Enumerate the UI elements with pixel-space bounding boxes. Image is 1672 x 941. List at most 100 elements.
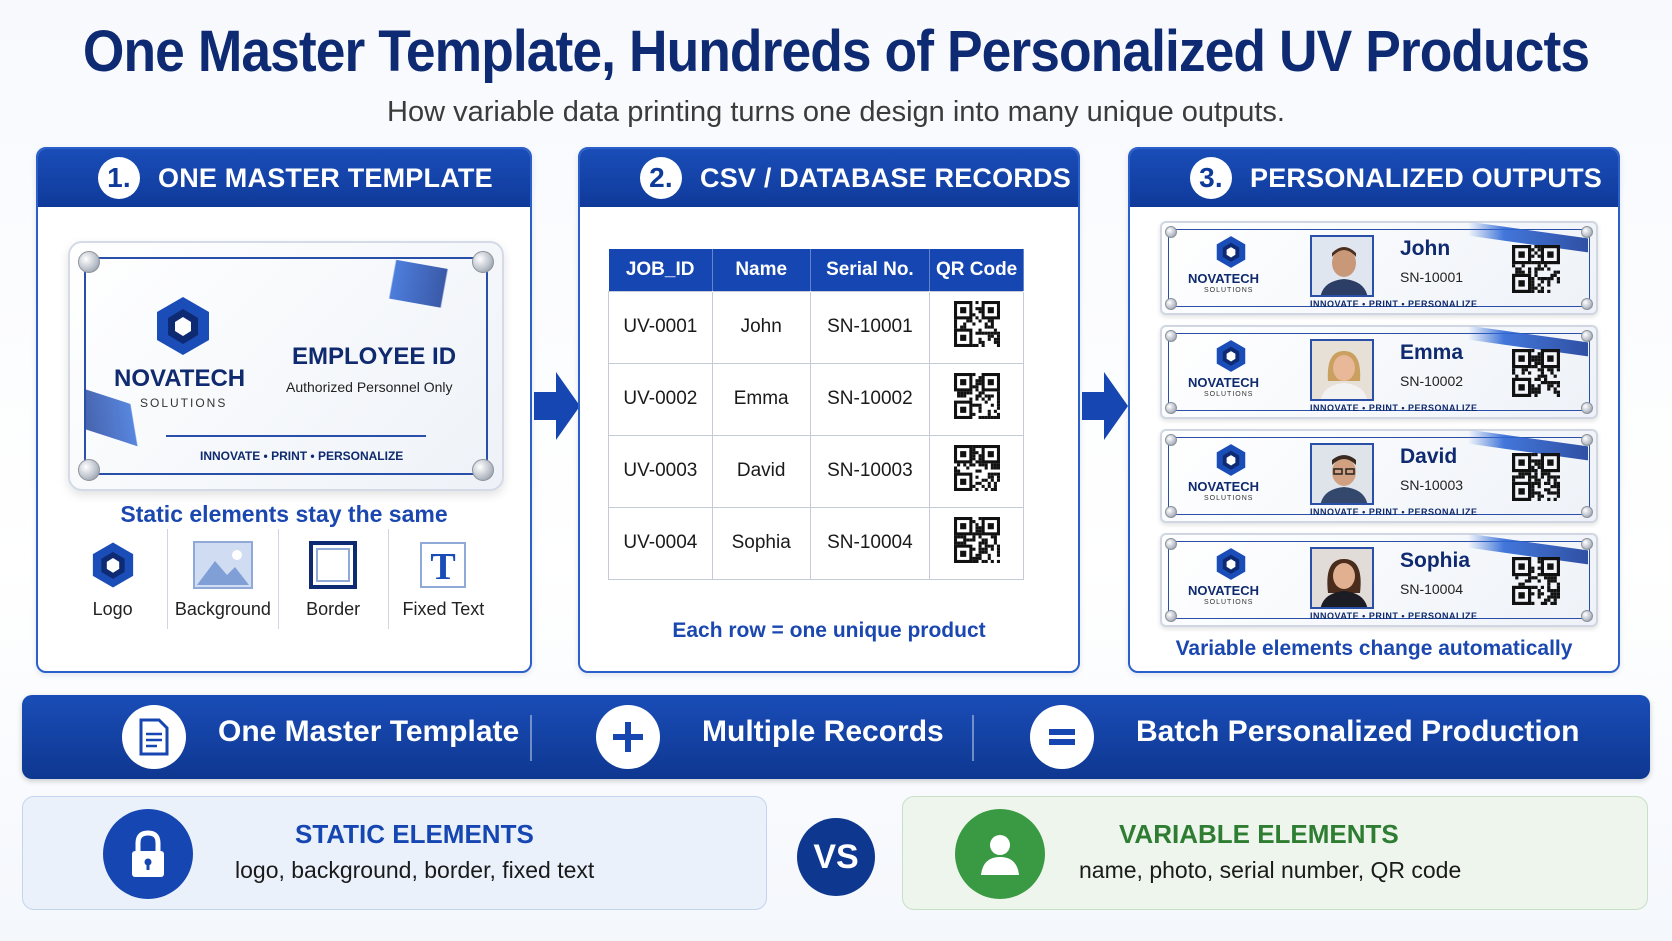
column-header: Serial No. xyxy=(810,249,931,291)
cell-qr xyxy=(929,362,1024,436)
panel-title: PERSONALIZED OUTPUTS xyxy=(1250,162,1603,193)
card-tagline: INNOVATE • PRINT • PERSONALIZE xyxy=(200,449,404,463)
static-elements-box: STATIC ELEMENTS logo, background, border… xyxy=(22,796,767,910)
qr-code-icon xyxy=(1512,557,1560,605)
step-number: 1. xyxy=(98,157,140,199)
output-card: NOVATECH SOLUTIONS Emma SN-10002 INNOVAT… xyxy=(1160,325,1598,419)
plus-icon xyxy=(596,705,660,769)
image-icon xyxy=(192,541,253,589)
novatech-logo-icon xyxy=(1216,444,1246,476)
brand-name: NOVATECH xyxy=(114,365,246,392)
static-caption: Static elements stay the same xyxy=(120,501,448,527)
qr-code-icon xyxy=(1512,349,1560,397)
cell-serial: SN-10002 xyxy=(809,362,931,436)
brand-subtitle: SOLUTIONS xyxy=(1204,495,1254,502)
brand-name: NOVATECH xyxy=(1188,375,1260,390)
cell-qr xyxy=(929,506,1024,580)
output-serial: SN-10002 xyxy=(1400,373,1464,389)
cell-name: John xyxy=(711,290,811,364)
person-photo xyxy=(1310,547,1374,609)
brand-subtitle: SOLUTIONS xyxy=(1204,599,1254,606)
lock-icon xyxy=(103,809,193,899)
page-subtitle: How variable data printing turns one des… xyxy=(387,96,1285,128)
cell-job-id: UV-0004 xyxy=(608,506,713,580)
cell-serial: SN-10001 xyxy=(809,290,931,364)
icon-label: Logo xyxy=(92,599,133,619)
column-header: QR Code xyxy=(929,249,1024,291)
cell-qr xyxy=(929,434,1024,508)
variable-caption: Variable elements change automatically xyxy=(1175,637,1573,660)
table-header-row: JOB_ID Name Serial No. QR Code xyxy=(608,249,1024,291)
icon-label: Fixed Text xyxy=(402,599,485,619)
column-header: Name xyxy=(712,249,811,291)
table-row: UV-0002 Emma SN-10002 xyxy=(608,362,1024,436)
qr-code-icon xyxy=(953,300,1000,348)
cell-qr xyxy=(929,290,1024,364)
output-tagline: INNOVATE • PRINT • PERSONALIZE xyxy=(1310,611,1478,621)
icon-label: Background xyxy=(174,599,271,619)
user-icon xyxy=(955,809,1045,899)
output-serial: SN-10004 xyxy=(1400,581,1464,597)
qr-code-icon xyxy=(953,444,1000,492)
icon-label: Border xyxy=(306,599,361,619)
table-row: UV-0001 John SN-10001 xyxy=(608,290,1024,364)
card-title: EMPLOYEE ID xyxy=(292,343,457,370)
variable-description: name, photo, serial number, QR code xyxy=(1079,857,1462,883)
novatech-logo-icon xyxy=(1216,236,1246,268)
screw-icon xyxy=(472,459,494,481)
brand-name: NOVATECH xyxy=(1188,271,1260,286)
output-name: Sophia xyxy=(1400,549,1471,572)
static-description: logo, background, border, fixed text xyxy=(235,857,595,883)
output-card: NOVATECH SOLUTIONS David SN-10003 INNOVA… xyxy=(1160,429,1598,523)
panel-header: 1. ONE MASTER TEMPLATE xyxy=(38,149,530,207)
panel-personalized-outputs: 3. PERSONALIZED OUTPUTS NOVATECH SOLUTIO… xyxy=(1128,147,1620,673)
panel-master-template: 1. ONE MASTER TEMPLATE NOVATECH SOLUTION… xyxy=(36,147,532,673)
document-icon xyxy=(122,705,186,769)
brand-name: NOVATECH xyxy=(1188,583,1260,598)
qr-code-icon xyxy=(1512,245,1560,293)
static-icons-row: Logo Background Border T Fixed Text xyxy=(58,529,498,629)
table-row: UV-0004 Sophia SN-10004 xyxy=(608,506,1024,580)
variable-title: VARIABLE ELEMENTS xyxy=(1119,819,1399,849)
card-subtitle: Authorized Personnel Only xyxy=(286,379,453,395)
static-title: STATIC ELEMENTS xyxy=(295,819,534,849)
output-tagline: INNOVATE • PRINT • PERSONALIZE xyxy=(1310,403,1478,413)
static-icon-fixed-text: T Fixed Text xyxy=(389,529,498,629)
cell-serial: SN-10004 xyxy=(809,506,931,580)
cell-name: Emma xyxy=(711,362,811,436)
border-icon xyxy=(309,541,358,589)
panel-title: CSV / DATABASE RECORDS xyxy=(700,162,1071,193)
output-name: John xyxy=(1400,237,1451,260)
novatech-logo-icon xyxy=(1216,548,1246,580)
output-card: NOVATECH SOLUTIONS John SN-10001 INNOVAT… xyxy=(1160,221,1598,315)
brand-subtitle: SOLUTIONS xyxy=(1204,287,1254,294)
formula-bar: One Master Template Multiple Records Bat… xyxy=(22,695,1650,779)
step-number: 3. xyxy=(1190,157,1232,199)
step-number: 2. xyxy=(640,157,682,199)
screw-icon xyxy=(472,251,494,273)
qr-code-icon xyxy=(1512,453,1560,501)
cell-name: Sophia xyxy=(711,506,811,580)
table-row: UV-0003 David SN-10003 xyxy=(608,434,1024,508)
output-tagline: INNOVATE • PRINT • PERSONALIZE xyxy=(1310,507,1478,517)
cell-name: David xyxy=(711,434,811,508)
brand-subtitle: SOLUTIONS xyxy=(1204,391,1254,398)
records-table: JOB_ID Name Serial No. QR Code UV-0001 J… xyxy=(608,249,1024,580)
panel-title: ONE MASTER TEMPLATE xyxy=(158,162,493,193)
cell-serial: SN-10003 xyxy=(809,434,931,508)
panel-header: 3. PERSONALIZED OUTPUTS xyxy=(1130,149,1618,207)
records-caption: Each row = one unique product xyxy=(672,619,986,642)
brand-name: NOVATECH xyxy=(1188,479,1260,494)
equals-icon xyxy=(1030,705,1094,769)
page-title: One Master Template, Hundreds of Persona… xyxy=(82,19,1590,84)
formula-item-records: Multiple Records xyxy=(702,715,944,748)
qr-code-icon xyxy=(953,372,1000,420)
output-name: David xyxy=(1400,445,1458,468)
formula-item-template: One Master Template xyxy=(218,715,520,748)
variable-elements-box: VARIABLE ELEMENTS name, photo, serial nu… xyxy=(902,796,1648,910)
cell-job-id: UV-0002 xyxy=(608,362,713,436)
person-photo xyxy=(1310,235,1374,297)
output-name: Emma xyxy=(1400,341,1464,364)
divider-line xyxy=(166,435,426,437)
logo-icon xyxy=(92,542,133,588)
